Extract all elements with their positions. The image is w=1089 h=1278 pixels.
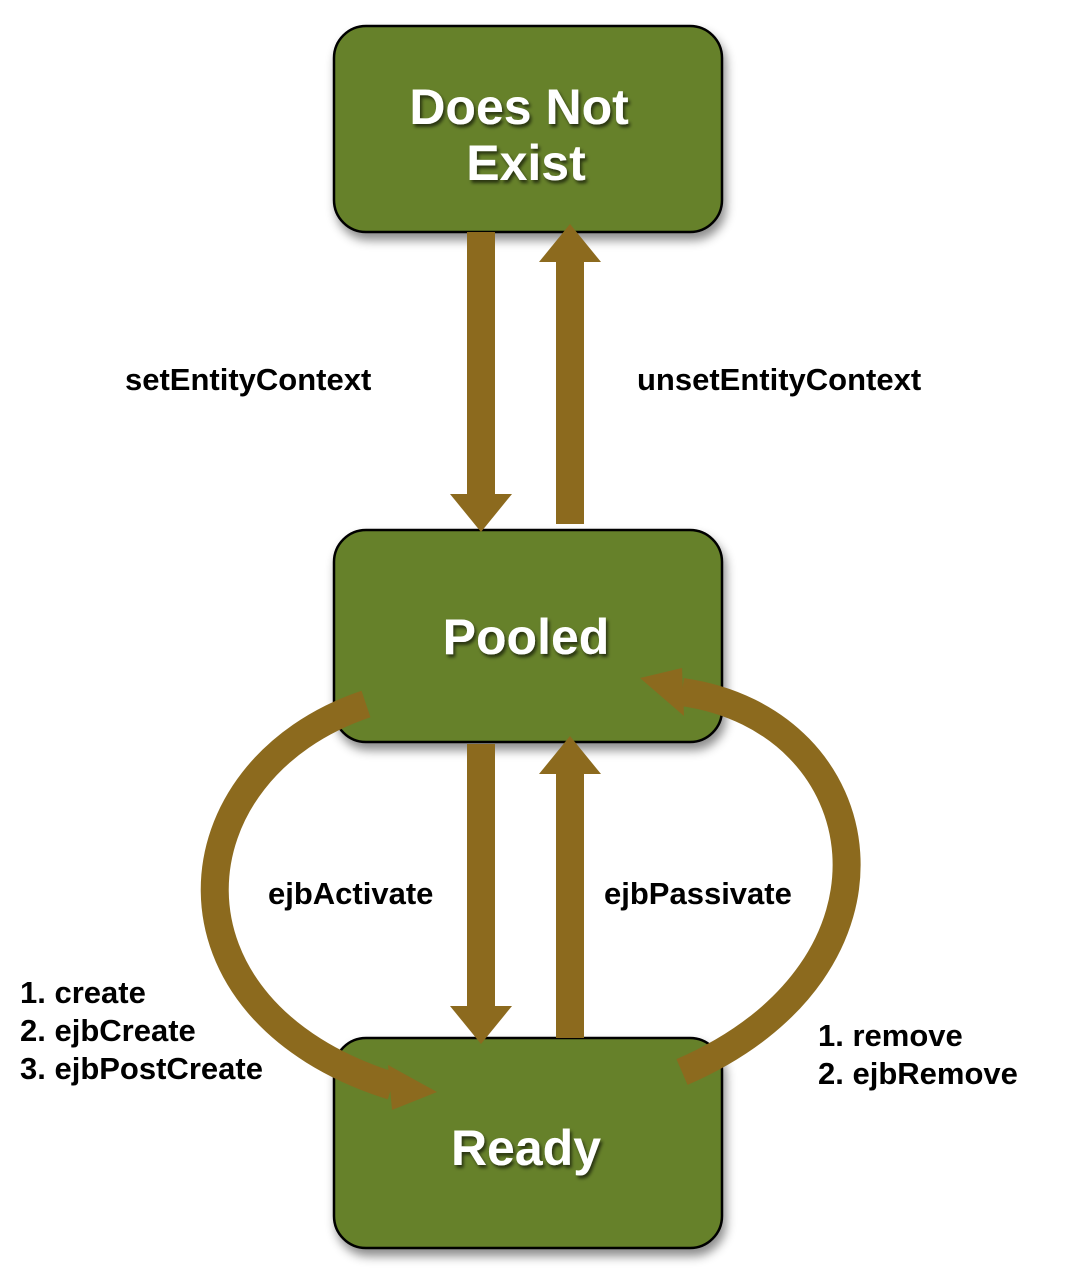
label-create-line-2: 2. ejbCreate <box>20 1013 196 1048</box>
label-ejb-activate: ejbActivate <box>268 876 433 911</box>
label-create: 1. create 2. ejbCreate 3. ejbPostCreate <box>20 975 263 1086</box>
state-pooled-label: Pooled <box>443 609 610 665</box>
state-does-not-exist-label-line-2: Exist <box>466 135 586 191</box>
label-set-entity-context: setEntityContext <box>125 362 371 397</box>
label-create-line-1: 1. create <box>20 975 146 1010</box>
label-ejb-passivate-line-1: ejbPassivate <box>604 876 792 911</box>
label-remove: 1. remove 2. ejbRemove <box>818 1018 1018 1091</box>
state-does-not-exist-box <box>332 24 724 234</box>
state-ready-label: Ready <box>451 1120 601 1176</box>
label-ejb-passivate: ejbPassivate <box>604 876 792 911</box>
label-unset-entity-context-line-1: unsetEntityContext <box>637 362 921 397</box>
arrow-ejb-activate <box>450 744 512 1044</box>
label-create-line-3: 3. ejbPostCreate <box>20 1051 263 1086</box>
label-remove-line-1: 1. remove <box>818 1018 963 1053</box>
arrow-unset-entity-context <box>539 224 601 524</box>
arrow-create <box>200 690 437 1110</box>
label-unset-entity-context: unsetEntityContext <box>637 362 921 397</box>
state-pooled: Pooled <box>332 528 724 744</box>
arrow-remove <box>640 668 861 1085</box>
label-set-entity-context-line-1: setEntityContext <box>125 362 371 397</box>
state-does-not-exist: Does Not Exist <box>332 24 724 234</box>
state-ready-label-line-1: Ready <box>451 1120 601 1176</box>
state-does-not-exist-label-line-1: Does Not <box>409 79 629 135</box>
state-does-not-exist-label: Does Not Exist <box>409 79 642 191</box>
state-pooled-label-line-1: Pooled <box>443 609 610 665</box>
label-ejb-activate-line-1: ejbActivate <box>268 876 433 911</box>
arrow-ejb-passivate <box>539 736 601 1038</box>
arrow-set-entity-context <box>450 232 512 532</box>
label-remove-line-2: 2. ejbRemove <box>818 1056 1018 1091</box>
state-pooled-box <box>332 528 724 744</box>
